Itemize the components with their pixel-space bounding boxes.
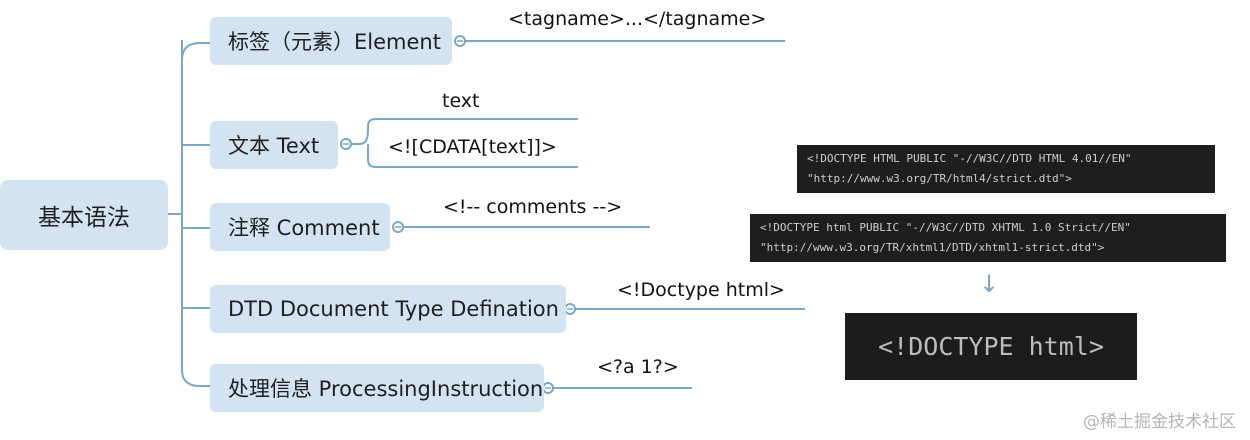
leaf-text-cdata[interactable]: <![CDATA[text]]> xyxy=(388,136,557,158)
leaf-processing-instruction[interactable]: <?a 1?> xyxy=(597,356,679,378)
xhtml-doctype-line-2: "http://www.w3.org/TR/xhtml1/DTD/xhtml1-… xyxy=(760,241,1105,254)
root-node[interactable]: 基本语法 xyxy=(0,180,168,250)
html4-doctype-line-2: "http://www.w3.org/TR/html4/strict.dtd"> xyxy=(807,172,1072,185)
branch-element[interactable]: 标签（元素）Element xyxy=(210,17,452,65)
text-fork xyxy=(352,118,578,168)
branch-comment[interactable]: 注释 Comment xyxy=(210,203,390,251)
leaf-text-plain[interactable]: text xyxy=(442,90,480,112)
trunk-line xyxy=(181,40,201,387)
code-block-html4-doctype: <!DOCTYPE HTML PUBLIC "-//W3C//DTD HTML … xyxy=(797,145,1215,193)
branch-text[interactable]: 文本 Text xyxy=(210,121,338,169)
html4-doctype-line-1: <!DOCTYPE HTML PUBLIC "-//W3C//DTD HTML … xyxy=(807,152,1132,165)
down-arrow-icon: ↓ xyxy=(979,270,1000,298)
leaf-element-syntax[interactable]: <tagname>...</tagname> xyxy=(508,8,767,30)
watermark: @稀土掘金技术社区 xyxy=(1083,412,1236,432)
branch-dtd[interactable]: DTD Document Type Defination xyxy=(210,285,566,333)
trunk-to-element xyxy=(181,42,210,61)
leaf-doctype[interactable]: <!Doctype html> xyxy=(617,279,785,301)
html5-doctype-text: <!DOCTYPE html> xyxy=(878,332,1104,361)
leaf-comment-syntax[interactable]: <!-- comments --> xyxy=(443,196,623,218)
branch-processing-instruction[interactable]: 处理信息 ProcessingInstruction xyxy=(210,364,544,412)
code-block-xhtml-doctype: <!DOCTYPE html PUBLIC "-//W3C//DTD XHTML… xyxy=(750,214,1226,262)
xhtml-doctype-line-1: <!DOCTYPE html PUBLIC "-//W3C//DTD XHTML… xyxy=(760,221,1131,234)
code-block-html5-doctype: <!DOCTYPE html> xyxy=(845,313,1137,380)
